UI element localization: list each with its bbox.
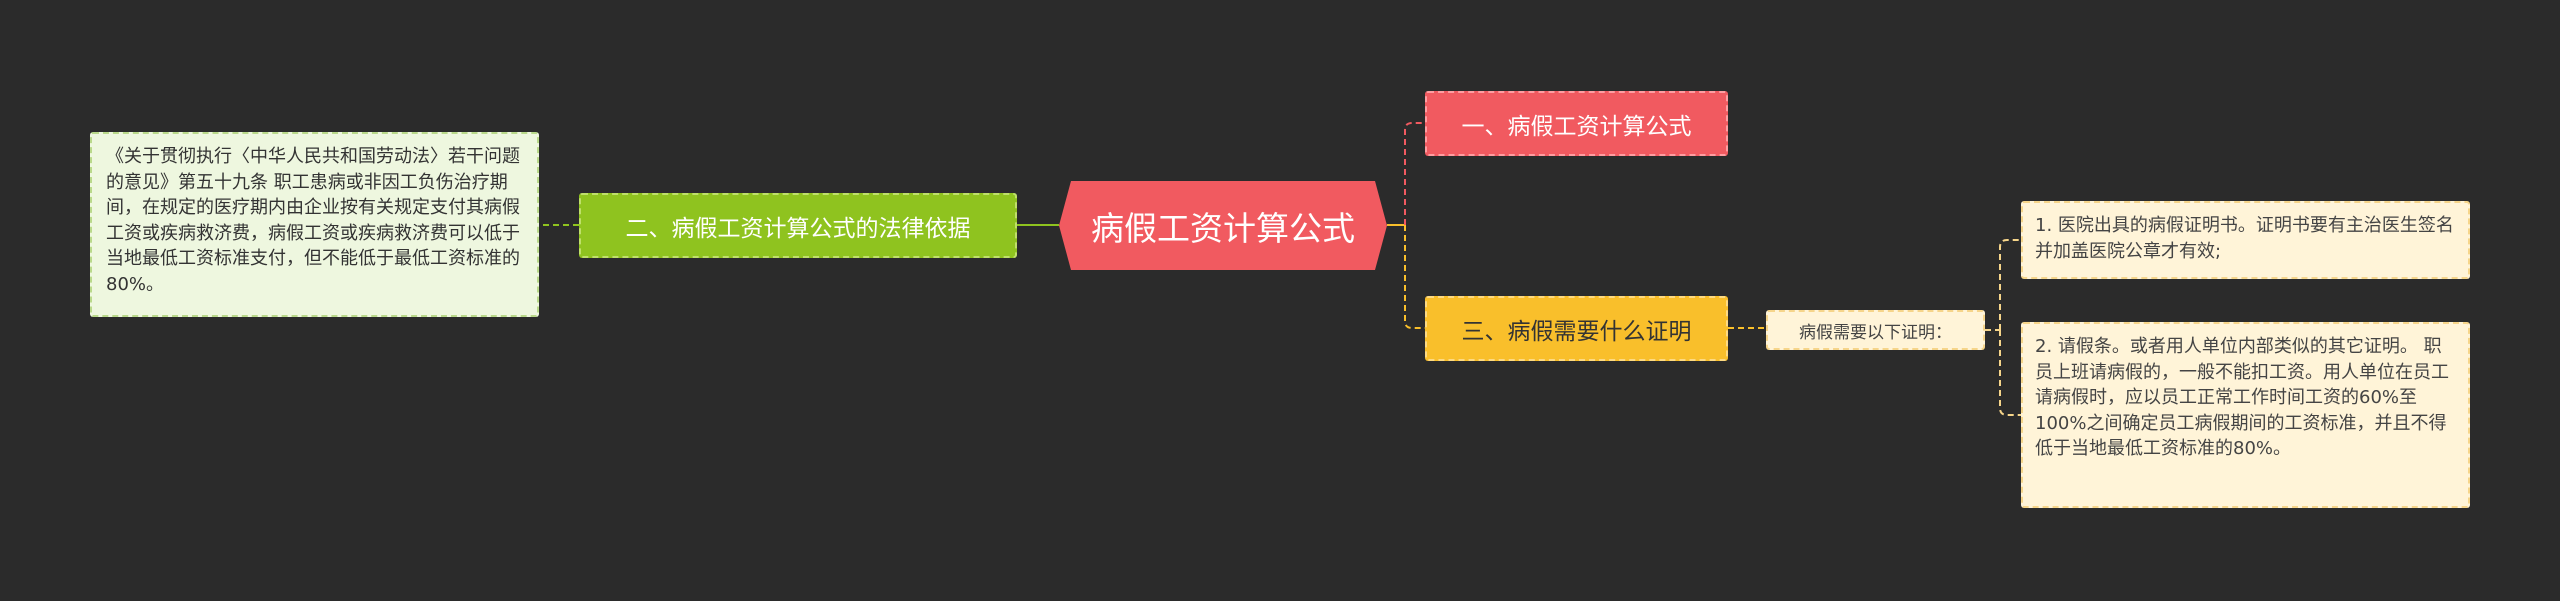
root-node[interactable]: 病假工资计算公式 [1059,181,1387,270]
branch-3-label: 三、病假需要什么证明 [1461,318,1692,345]
branch-1-label: 一、病假工资计算公式 [1461,113,1692,140]
proof-intro-label: 病假需要以下证明： [1799,322,1952,343]
branch-node-1[interactable]: 一、病假工资计算公式 [1425,91,1728,156]
proof-leaf-2-text: 2. 请假条。或者用人单位内部类似的其它证明。 职员上班请病假的，一般不能扣工资… [2035,336,2449,459]
proof-leaf-1[interactable]: 1. 医院出具的病假证明书。证明书要有主治医生签名并加盖医院公章才有效; [2021,201,2470,279]
branch-2-label: 二、病假工资计算公式的法律依据 [625,215,971,242]
connector-to-branch-3 [1404,225,1425,329]
legal-basis-leaf[interactable]: 《关于贯彻执行〈中华人民共和国劳动法〉若干问题的意见》第五十九条 职工患病或非因… [90,132,539,317]
proof-leaf-2[interactable]: 2. 请假条。或者用人单位内部类似的其它证明。 职员上班请病假的，一般不能扣工资… [2021,322,2470,508]
branch-node-2[interactable]: 二、病假工资计算公式的法律依据 [579,193,1017,258]
branch-node-3[interactable]: 三、病假需要什么证明 [1425,296,1728,361]
legal-basis-text: 《关于贯彻执行〈中华人民共和国劳动法〉若干问题的意见》第五十九条 职工患病或非因… [106,146,520,295]
proof-intro-node[interactable]: 病假需要以下证明： [1766,310,1985,350]
connector-to-leaf-1 [1999,239,2021,330]
proof-leaf-1-text: 1. 医院出具的病假证明书。证明书要有主治医生签名并加盖医院公章才有效; [2035,215,2454,262]
connector-to-branch-1 [1404,122,1425,225]
connector-to-leaf-2 [1999,330,2021,416]
root-label: 病假工资计算公式 [1091,208,1355,248]
